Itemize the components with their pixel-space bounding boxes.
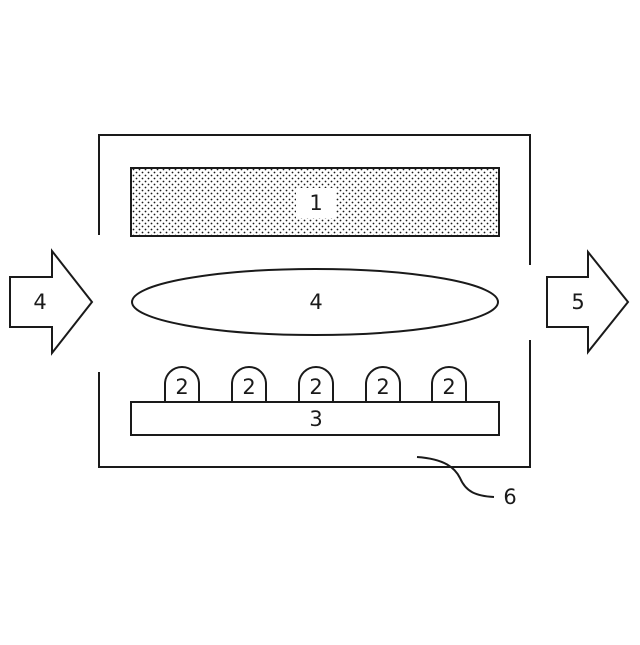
filter-block: 1 [131, 168, 499, 236]
inlet-arrow-shape [10, 251, 92, 353]
led-5: 2 [432, 367, 466, 402]
ellipse-element: 4 [132, 269, 498, 335]
outlet-arrow: 5 [547, 252, 628, 352]
led-board-label: 3 [309, 407, 322, 431]
led-row: 2 2 2 2 2 [165, 367, 466, 402]
led-3: 2 [299, 367, 333, 402]
inlet-arrow-label: 4 [33, 290, 46, 314]
filter-block-label: 1 [309, 191, 322, 215]
led-1: 2 [165, 367, 199, 402]
led-2: 2 [232, 367, 266, 402]
housing-reference: 6 [417, 457, 517, 509]
outlet-arrow-shape [547, 252, 628, 352]
led-1-label: 2 [175, 375, 188, 399]
led-board: 3 [131, 402, 499, 435]
led-5-label: 2 [442, 375, 455, 399]
leader-line [417, 457, 494, 497]
led-4: 2 [366, 367, 400, 402]
led-4-label: 2 [376, 375, 389, 399]
ellipse-label: 4 [309, 290, 322, 314]
inlet-arrow: 4 [10, 251, 92, 353]
outlet-arrow-label: 5 [571, 290, 584, 314]
led-3-label: 2 [309, 375, 322, 399]
led-2-label: 2 [242, 375, 255, 399]
housing-ref-label: 6 [503, 485, 516, 509]
